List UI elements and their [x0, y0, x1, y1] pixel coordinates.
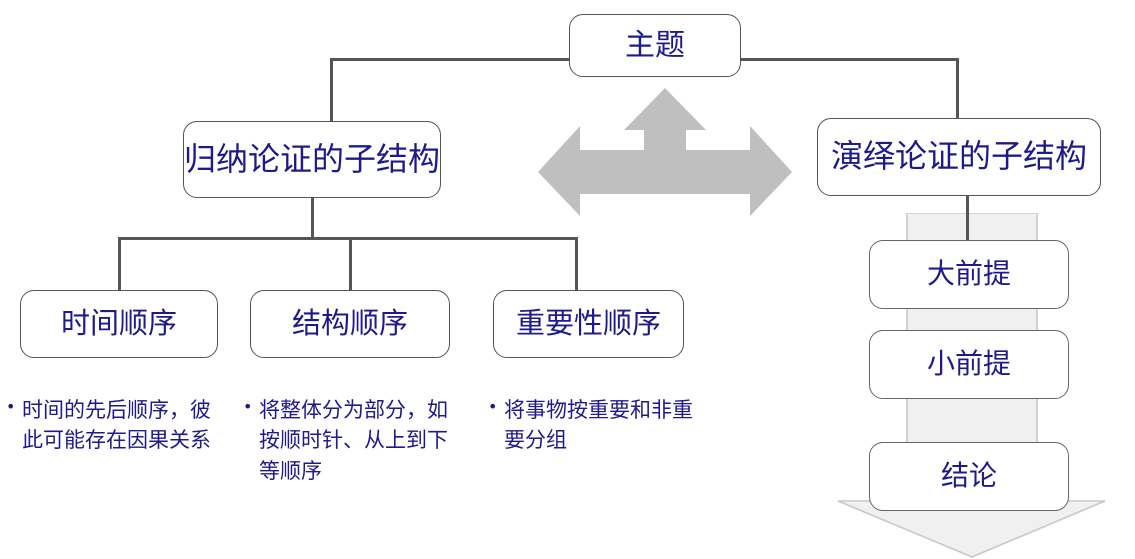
list-item: • 将整体分为部分，如按顺时针、从上到下等顺序: [243, 395, 458, 486]
connector-inductive-down: [311, 197, 314, 239]
connector-order-horizontal: [118, 237, 578, 240]
note-text: 时间的先后顺序，彼此可能存在因果关系: [22, 398, 211, 453]
node-major-premise[interactable]: 大前提: [869, 240, 1069, 309]
list-item: • 时间的先后顺序，彼此可能存在因果关系: [6, 395, 216, 456]
node-order-structure[interactable]: 结构顺序: [250, 290, 450, 358]
note-importance-order: • 将事物按重要和非重要分组: [488, 395, 698, 456]
connector-order1-vertical: [118, 237, 121, 291]
note-text: 将整体分为部分，如按顺时针、从上到下等顺序: [259, 398, 448, 483]
node-inductive-substructure[interactable]: 归纳论证的子结构: [183, 121, 441, 198]
note-text: 将事物按重要和非重要分组: [504, 398, 693, 453]
connector-left-branch-vertical: [330, 58, 333, 122]
bullet-icon: •: [6, 397, 16, 416]
note-structure-order: • 将整体分为部分，如按顺时针、从上到下等顺序: [243, 395, 458, 486]
connector-deductive-down: [966, 195, 969, 242]
connector-order3-vertical: [575, 237, 578, 291]
node-minor-premise[interactable]: 小前提: [869, 330, 1069, 399]
node-order-importance[interactable]: 重要性顺序: [493, 290, 684, 358]
node-conclusion[interactable]: 结论: [869, 442, 1069, 511]
connector-order2-vertical: [349, 237, 352, 291]
bullet-icon: •: [243, 397, 253, 416]
node-topic[interactable]: 主题: [569, 14, 741, 77]
node-order-time[interactable]: 时间顺序: [20, 290, 218, 358]
connector-right-branch-vertical: [956, 58, 959, 119]
node-deductive-substructure[interactable]: 演绎论证的子结构: [817, 118, 1101, 196]
bullet-icon: •: [488, 397, 498, 416]
note-time-order: • 时间的先后顺序，彼此可能存在因果关系: [6, 395, 216, 456]
list-item: • 将事物按重要和非重要分组: [488, 395, 698, 456]
three-way-arrow: [538, 88, 792, 216]
